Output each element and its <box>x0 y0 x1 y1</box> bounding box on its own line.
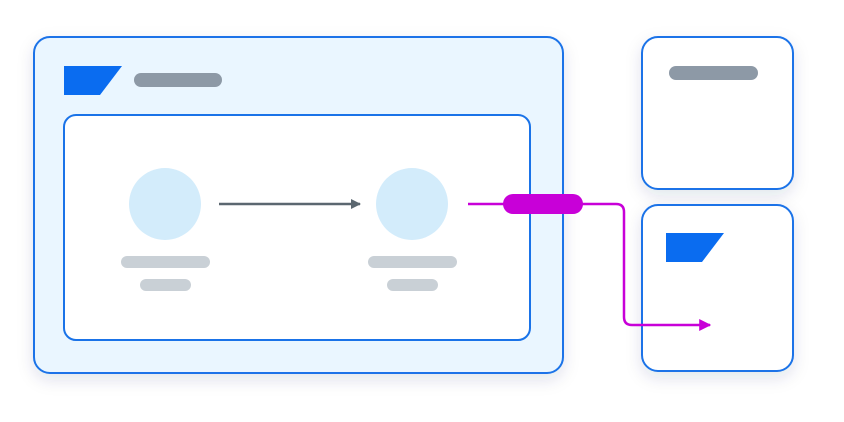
brand-flag-icon <box>64 66 122 95</box>
side-card-frame <box>641 36 794 190</box>
side-card-2 <box>641 204 794 372</box>
pill-badge-icon <box>503 194 583 214</box>
node-label-line <box>121 256 210 268</box>
node-label-line <box>387 279 438 291</box>
node-label-line <box>140 279 191 291</box>
title-placeholder <box>669 66 758 80</box>
node-circle-icon <box>376 168 448 240</box>
node-2 <box>368 168 457 291</box>
title-placeholder <box>134 73 222 87</box>
inner-card <box>63 114 531 341</box>
node-circle-icon <box>129 168 201 240</box>
side-card-1 <box>641 36 794 190</box>
node-label-line <box>368 256 457 268</box>
node-1 <box>121 168 210 291</box>
side-card-frame <box>641 204 794 372</box>
connector <box>468 194 712 331</box>
inner-card-frame <box>63 114 531 341</box>
connector-line <box>468 202 712 331</box>
brand-flag-icon <box>666 233 724 262</box>
main-panel <box>33 36 564 374</box>
